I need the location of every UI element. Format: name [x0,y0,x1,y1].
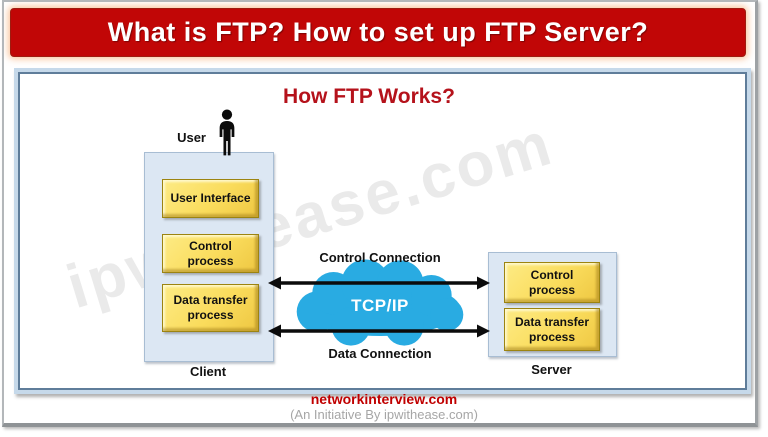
footer-site-link: networkinterview.com [310,391,458,407]
user-icon [219,109,235,156]
server-control-process-box: Control process [504,262,600,303]
server-data-transfer-process-box: Data transfer process [504,308,600,351]
client-control-process-box: Control process [162,234,259,273]
data-connection-label: Data Connection [328,346,432,361]
control-connection-label: Control Connection [319,250,441,265]
diagram-frame [14,68,751,394]
footer-initiative-text: (An Initiative By ipwithease.com) [290,407,478,422]
user-label: User [177,130,206,145]
server-label: Server [531,362,572,377]
header-banner: What is FTP? How to set up FTP Server? [10,8,746,57]
client-label: Client [189,364,227,379]
client-data-transfer-process-box: Data transfer process [162,284,259,332]
client-user-interface-box: User Interface [162,179,259,218]
tcp-ip-label: TCP/IP [351,296,409,315]
page-title: What is FTP? How to set up FTP Server? [107,17,649,47]
connection-arrows [268,276,490,338]
diagram-title: How FTP Works? [283,85,455,108]
